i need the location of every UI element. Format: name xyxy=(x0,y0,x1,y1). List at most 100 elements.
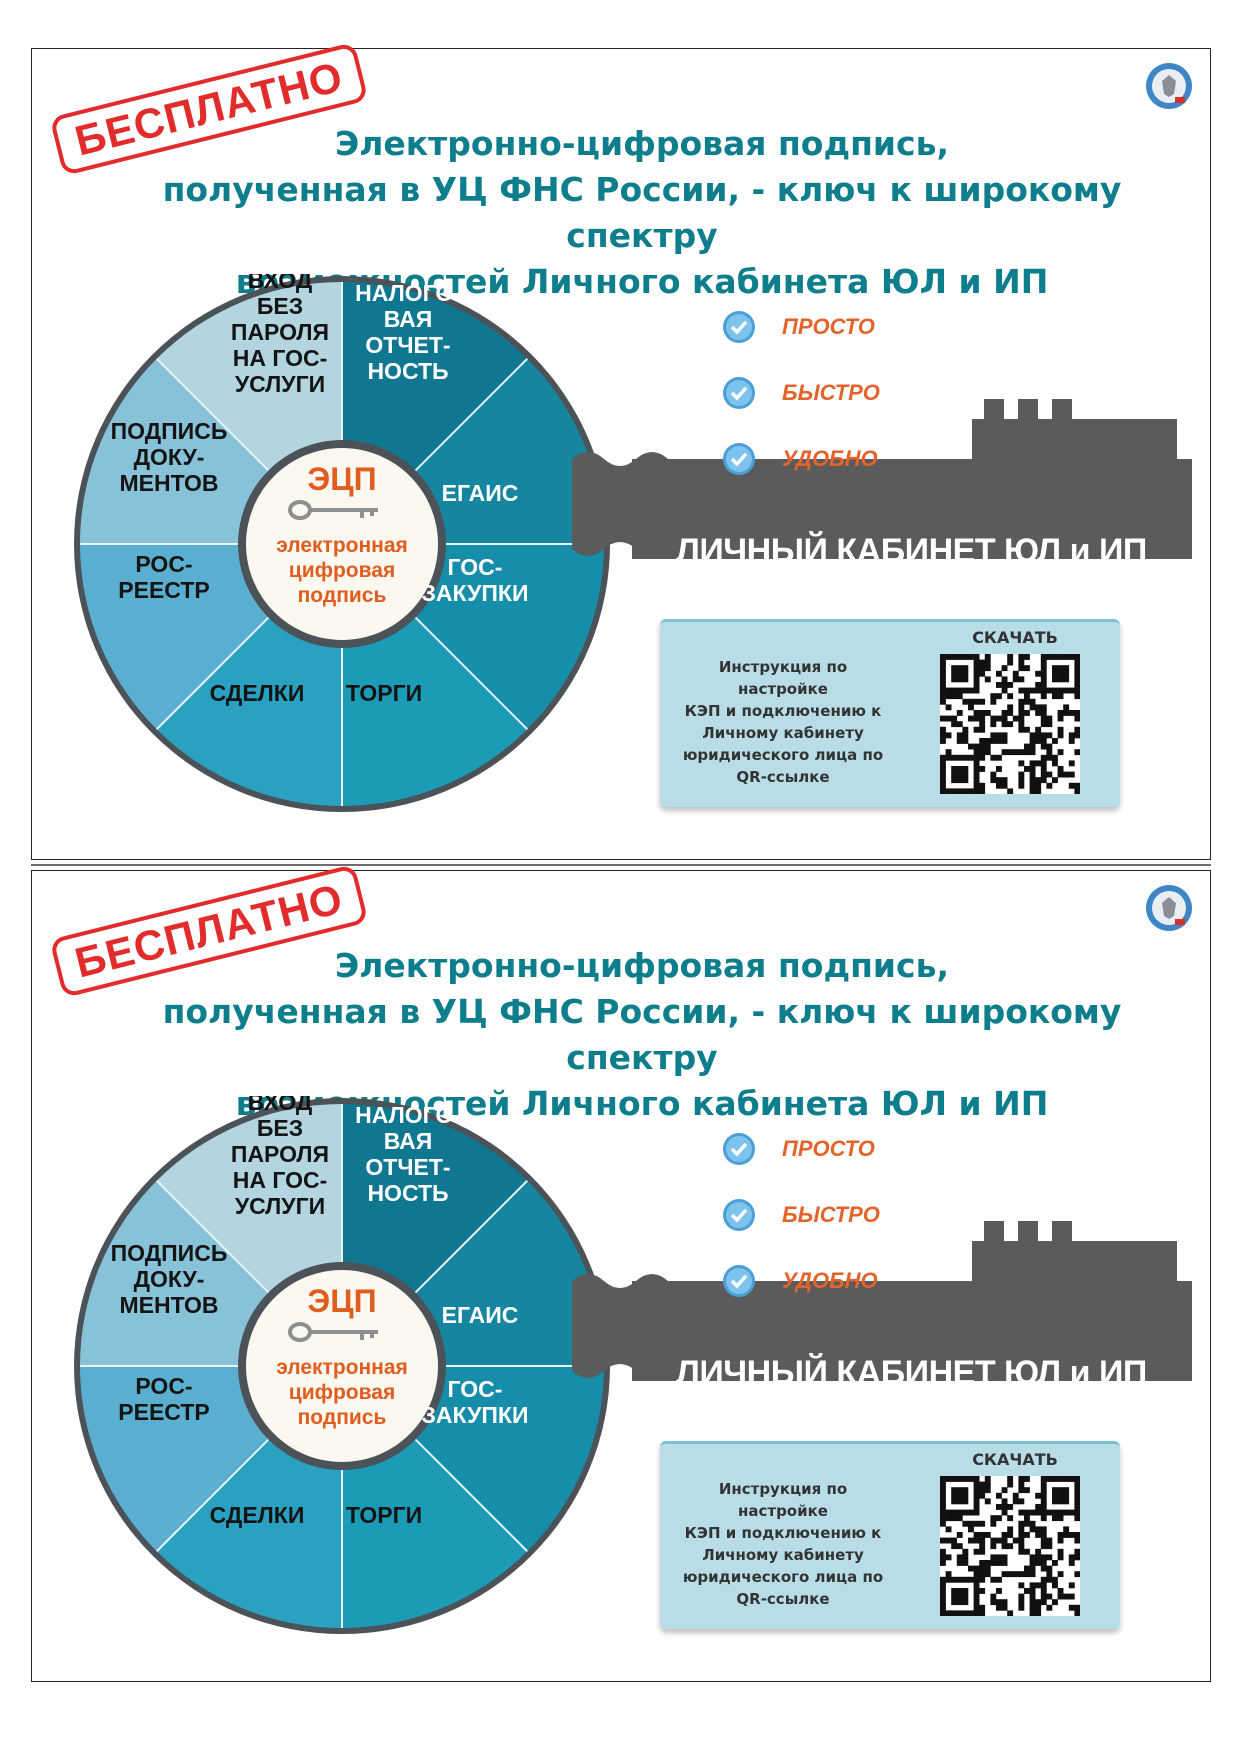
qr-module xyxy=(1001,1604,1008,1611)
qr-module xyxy=(979,782,986,789)
qr-module xyxy=(1018,687,1025,694)
qr-module xyxy=(962,1554,969,1561)
qr-module xyxy=(956,732,963,739)
qr-module xyxy=(990,721,997,728)
qr-module xyxy=(1029,687,1036,694)
qr-module xyxy=(1074,1481,1080,1488)
qr-module xyxy=(1074,732,1080,739)
qr-module xyxy=(956,687,963,694)
benefit-item: УДОБНО xyxy=(722,1248,880,1314)
wheel-segment-label: РОС- xyxy=(135,551,192,577)
qr-module xyxy=(940,1593,946,1600)
qr-module xyxy=(962,777,969,784)
qr-module xyxy=(1024,766,1030,772)
fns-emblem-icon xyxy=(1146,63,1192,109)
qr-module xyxy=(984,654,991,660)
qr-module xyxy=(951,771,958,778)
qr-module xyxy=(1068,1582,1075,1589)
instruction-card: Инструкция по настройке КЭП и подключени… xyxy=(660,619,1120,807)
qr-module xyxy=(973,654,980,660)
qr-module xyxy=(1052,1576,1058,1583)
qr-module xyxy=(1074,676,1080,683)
qr-module xyxy=(1074,1476,1080,1482)
wheel-segment-label: РЕЕСТР xyxy=(118,1399,209,1425)
qr-module xyxy=(996,1604,1002,1611)
qr-module xyxy=(1074,693,1080,700)
qr-code-icon[interactable] xyxy=(940,1476,1080,1616)
qr-module xyxy=(1007,1532,1014,1538)
qr-module xyxy=(1018,1481,1025,1488)
qr-module xyxy=(968,1476,974,1482)
qr-module xyxy=(1040,1504,1047,1510)
wheel-segment-label: РЕЕСТР xyxy=(118,577,209,603)
wheel-segment-label: НОСТЬ xyxy=(367,358,448,384)
qr-module xyxy=(1074,1571,1080,1578)
qr-module xyxy=(951,1599,958,1606)
qr-module xyxy=(1018,1571,1025,1578)
qr-module xyxy=(979,726,986,733)
qr-module xyxy=(940,1588,946,1594)
qr-module xyxy=(1052,760,1058,767)
qr-module xyxy=(1035,1532,1042,1538)
qr-module xyxy=(996,1492,1002,1499)
qr-module xyxy=(990,1520,997,1527)
qr-module xyxy=(973,698,980,705)
qr-module xyxy=(1007,682,1014,688)
qr-module xyxy=(962,1498,969,1505)
qr-module xyxy=(951,1588,958,1594)
qr-module xyxy=(945,1509,952,1516)
benefit-item: ПРОСТО xyxy=(722,294,880,360)
qr-module xyxy=(1046,743,1053,750)
headline-line-1: Электронно-цифровая подпись, xyxy=(334,124,949,163)
qr-module xyxy=(956,1554,963,1561)
qr-module xyxy=(940,1576,946,1583)
wheel-segment-label: НА ГОС- xyxy=(233,345,328,371)
qr-module xyxy=(1063,1509,1070,1516)
qr-module xyxy=(945,1526,952,1533)
qr-module xyxy=(1040,1532,1047,1538)
qr-module xyxy=(1057,766,1064,772)
qr-module xyxy=(1057,665,1064,672)
qr-module xyxy=(1068,738,1075,744)
qr-module xyxy=(956,771,963,778)
qr-module xyxy=(1029,788,1036,794)
qr-module xyxy=(951,1593,958,1600)
qr-module xyxy=(945,687,952,694)
qr-module xyxy=(973,1582,980,1589)
qr-module xyxy=(973,1492,980,1499)
qr-module xyxy=(984,676,991,683)
qr-code-icon[interactable] xyxy=(940,654,1080,794)
qr-module xyxy=(1040,687,1047,694)
qr-module xyxy=(951,1498,958,1505)
qr-module xyxy=(973,1571,980,1578)
qr-module xyxy=(968,788,974,794)
wheel-segment-label: РОС- xyxy=(135,1373,192,1399)
qr-module xyxy=(1007,710,1014,716)
qr-module xyxy=(1040,777,1047,784)
qr-module xyxy=(1024,1520,1030,1527)
qr-module xyxy=(984,710,991,716)
cabinet-label: ЛИЧНЫЙ КАБИНЕТ ЮЛ и ИП xyxy=(676,1354,1147,1392)
fns-emblem-icon xyxy=(1146,885,1192,931)
qr-module xyxy=(956,710,963,716)
qr-module xyxy=(1068,1593,1075,1600)
qr-module xyxy=(1035,732,1042,739)
qr-module xyxy=(962,698,969,705)
instruction-text: Инструкция по настройке КЭП и подключени… xyxy=(678,656,888,788)
qr-module xyxy=(1018,726,1025,733)
qr-module xyxy=(1040,1543,1047,1550)
qr-module xyxy=(940,777,946,784)
qr-module xyxy=(940,726,946,733)
qr-module xyxy=(1040,1509,1047,1516)
qr-module xyxy=(951,788,958,794)
qr-module xyxy=(973,665,980,672)
wheel-segment-label: ВАЯ xyxy=(384,306,433,332)
download-label: СКАЧАТЬ xyxy=(972,628,1058,647)
qr-module xyxy=(1040,1537,1047,1544)
qr-module xyxy=(962,766,969,772)
qr-module xyxy=(973,1593,980,1600)
qr-module xyxy=(945,715,952,722)
qr-module xyxy=(973,676,980,683)
benefit-label: ПРОСТО xyxy=(782,1136,875,1161)
